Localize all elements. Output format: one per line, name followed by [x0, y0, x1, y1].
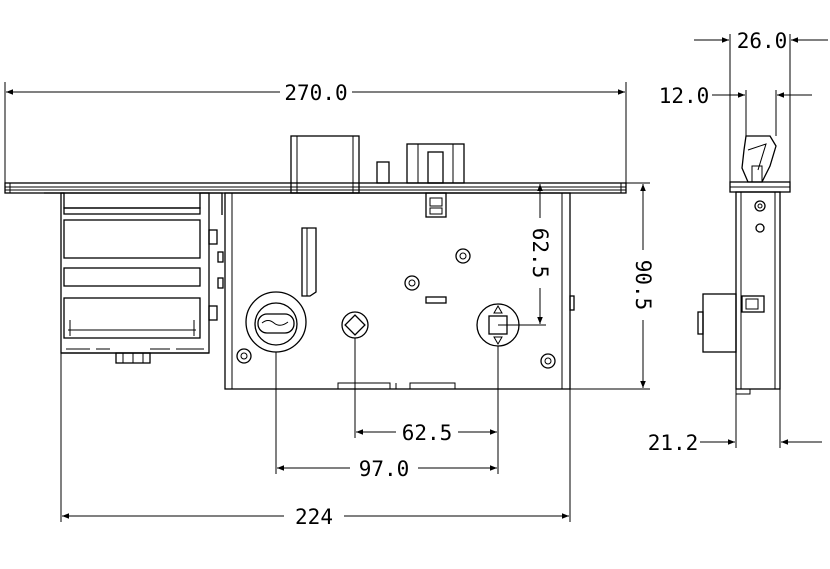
- strike-box: [44, 192, 224, 364]
- dim-vertical-offset: 62.5: [528, 228, 552, 279]
- dim-overall-width: 270.0: [284, 81, 347, 105]
- dim-side-depth: 21.2: [648, 431, 699, 455]
- cylinder-icon: [245, 291, 307, 353]
- dim-body-width: 224: [295, 505, 333, 529]
- trigger-pin: [376, 161, 390, 184]
- lock-case: [224, 192, 575, 390]
- dim-spindle-to-cylinder: 62.5: [402, 421, 453, 445]
- lever: [301, 227, 317, 297]
- dim-side-width: 26.0: [737, 29, 788, 53]
- side-dimensions: 26.0 12.0 21.2: [648, 29, 828, 455]
- screw-icon: [236, 248, 556, 369]
- deadbolt: [406, 143, 465, 218]
- front-dimensions: 270.0 224 62.5 97.0 90.5 62.5: [4, 81, 655, 529]
- spindle-icon: [341, 311, 369, 339]
- faceplate: [4, 182, 627, 194]
- dim-case-height: 90.5: [631, 260, 655, 311]
- latch-bolt: [290, 135, 360, 194]
- front-view: [4, 135, 627, 390]
- dim-side-lip: 12.0: [659, 84, 710, 108]
- dim-cylinder-to-aux: 97.0: [359, 457, 410, 481]
- side-view: [697, 135, 791, 395]
- small-slot: [425, 296, 447, 304]
